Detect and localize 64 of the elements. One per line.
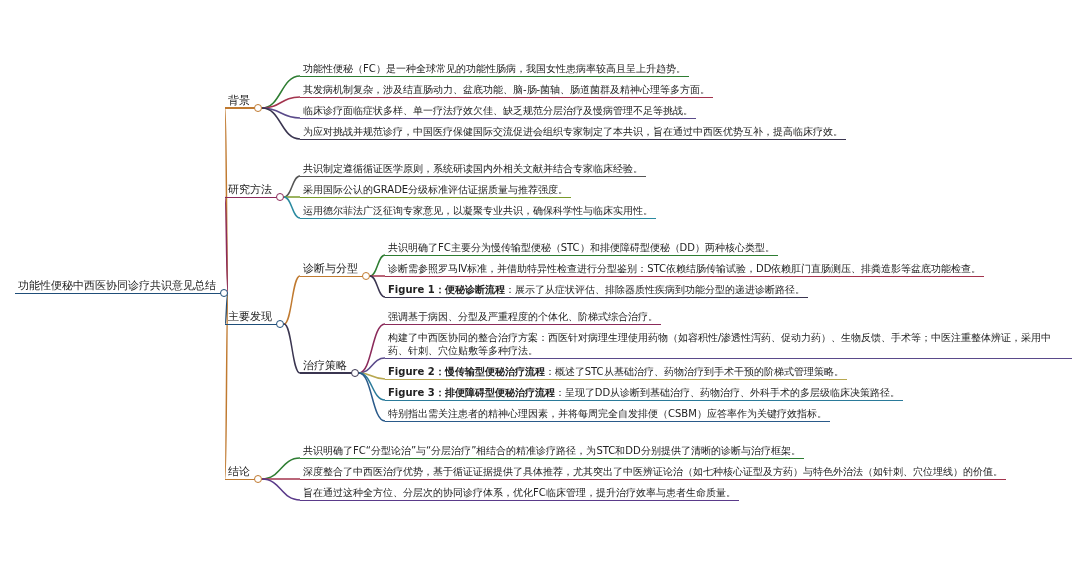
topic-text: 治疗策略 (303, 358, 347, 372)
topic-text: 诊断需参照罗马Ⅳ标准，并借助特异性检查进行分型鉴别：STC依赖结肠传输试验，DD依赖肛门直肠测压、排粪造影等盆底功能检查。 (388, 262, 982, 275)
topic-text: 共识明确了FC“分型论治”与“分层治疗”相结合的精准诊疗路径，为STC和DD分别提供了清晰的诊断与治疗框架。 (303, 444, 801, 457)
topic-text: 运用德尔菲法广泛征询专家意见，以凝聚专业共识，确保科学性与临床实用性。 (303, 204, 653, 217)
topic-node (300, 204, 656, 222)
topic-node (385, 331, 1072, 362)
branch-connector (261, 478, 301, 501)
topic-node (385, 241, 778, 259)
branch-connector (369, 254, 386, 277)
topic-node (300, 358, 359, 377)
topic-node (300, 444, 804, 462)
topic-node (385, 262, 985, 280)
topic-node (300, 104, 696, 122)
branch-connector (283, 175, 301, 198)
topic-node (300, 125, 846, 143)
topic-node (300, 486, 739, 504)
topic-text: 研究方法 (228, 183, 272, 196)
topic-text: 采用国际公认的GRADE分级标准评估证据质量与推荐强度。 (303, 183, 569, 196)
branch-connector (283, 196, 301, 219)
topic-text: 深度整合了中西医治疗优势，基于循证证据提供了具体推荐，尤其突出了中医辨证论治（如七种核心证型及方药）与特色外治法（如针刺、穴位埋线）的价值。 (303, 465, 1003, 478)
topic-text: 诊断与分型 (303, 262, 358, 275)
topic-text: 强调基于病因、分型及严重程度的个体化、阶梯式综合治疗。 (388, 310, 658, 323)
branch-connector (369, 275, 386, 277)
topic-text: 旨在通过这种全方位、分层次的协同诊疗体系，优化FC临床管理，提升治疗效率与患者生命质量。 (303, 486, 736, 499)
branch-connector (261, 107, 301, 140)
branch-connector (358, 357, 386, 374)
topic-text: 为应对挑战并规范诊疗，中国医疗保健国际交流促进会组织专家制定了本共识，旨在通过中西医优势互补，提高临床疗效。 (303, 125, 843, 138)
topic-node (225, 93, 262, 112)
topic-text: 功能性便秘（FC）是一种全球常见的功能性肠病，我国女性患病率较高且呈上升趋势。 (303, 62, 686, 75)
topic-node (385, 365, 847, 383)
topic-node (385, 386, 904, 404)
topic-node (300, 262, 370, 280)
topic-node (385, 310, 661, 328)
topic-text: 其发病机制复杂，涉及结直肠动力、盆底功能、脑-肠-菌轴、肠道菌群及精神心理等多方面。 (303, 83, 711, 96)
branch-connector (283, 275, 301, 325)
topic-text: 共识制定遵循循证医学原则，系统研读国内外相关文献并结合专家临床经验。 (303, 162, 643, 175)
topic-node (300, 62, 689, 80)
topic-node (300, 465, 1006, 483)
topic-text: 结论 (228, 465, 250, 478)
topic-node (225, 465, 262, 483)
branch-connector (283, 323, 301, 374)
topic-text: 共识明确了FC主要分为慢传输型便秘（STC）和排便障碍型便秘（DD）两种核心类型。 (388, 241, 775, 254)
topic-node (225, 183, 284, 201)
topic-node (385, 407, 830, 425)
topic-text: Figure 1：便秘诊断流程：展示了从症状评估、排除器质性疾病到功能分型的递进诊断路径。 (388, 283, 805, 296)
branch-connector (358, 372, 386, 401)
topic-node (300, 162, 646, 180)
topic-node (300, 83, 714, 101)
branch-connector (358, 372, 386, 422)
topic-node (385, 283, 808, 301)
topic-text: 构建了中西医协同的整合治疗方案：西医针对病理生理使用药物（如容积性/渗透性泻药、促动力药）、生物反馈、手术等；中医注重整体辨证，采用中药、针刺、穴位贴敷等多种疗法。 (388, 331, 1053, 357)
topic-text: 特别指出需关注患者的精神心理因素，并将每周完全自发排便（CSBM）应答率作为关键疗效指标。 (388, 407, 827, 420)
topic-text: Figure 3：排便障碍型便秘治疗流程：呈现了DD从诊断到基础治疗、药物治疗、外科手术的多层级临床决策路径。 (388, 386, 901, 399)
branch-connector (369, 275, 386, 298)
topic-text: Figure 2：慢传输型便秘治疗流程：概述了STC从基础治疗、药物治疗到手术干预的阶梯式管理策略。 (388, 365, 844, 378)
branch-connector (358, 323, 386, 374)
topic-node (15, 279, 228, 298)
topic-node (225, 310, 284, 329)
topic-text: 主要发现 (228, 310, 272, 324)
topic-text: 临床诊疗面临症状多样、单一疗法疗效欠佳、缺乏规范分层治疗及慢病管理不足等挑战。 (303, 104, 693, 117)
topic-text: 背景 (228, 93, 250, 107)
branch-connector (283, 196, 301, 198)
topic-node (300, 183, 572, 201)
topic-text: 功能性便秘中西医协同诊疗共识意见总结 (18, 279, 216, 293)
